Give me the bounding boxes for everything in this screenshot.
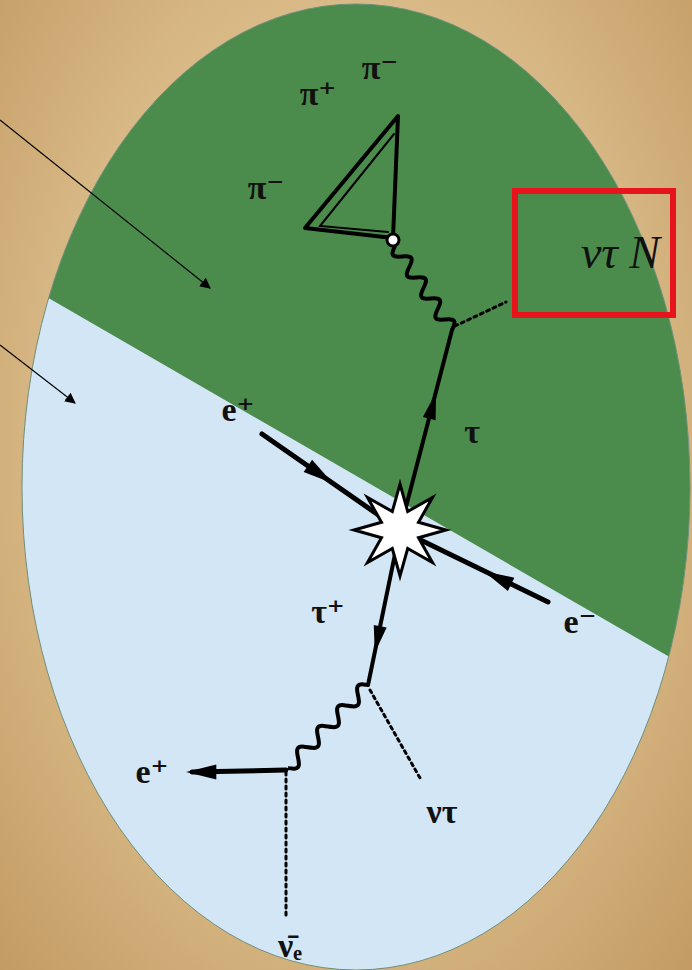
particle-label: e⁻ bbox=[563, 605, 596, 639]
decay-vertex bbox=[387, 234, 399, 246]
particle-label: ντ N bbox=[581, 230, 660, 276]
collision-star bbox=[354, 484, 446, 576]
green-region bbox=[0, 0, 692, 670]
oval-outline bbox=[22, 4, 690, 970]
antineutrino-line bbox=[285, 772, 288, 918]
w-boson-wave bbox=[393, 246, 455, 330]
particle-label: τ⁺ bbox=[311, 595, 345, 629]
particle-label: τ bbox=[464, 415, 480, 449]
arrowhead bbox=[186, 765, 216, 780]
neutrino-line bbox=[455, 302, 506, 326]
pion-cone bbox=[320, 134, 394, 232]
arrowhead bbox=[484, 571, 515, 591]
arrowhead bbox=[423, 393, 436, 421]
arrowheads bbox=[186, 393, 514, 780]
particle-label: π⁻ bbox=[362, 51, 399, 85]
w-boson-wave bbox=[288, 684, 368, 768]
arrowhead bbox=[304, 460, 333, 483]
highlight-box: ντ N bbox=[512, 188, 676, 318]
electron-line bbox=[400, 530, 548, 602]
particle-label: π⁺ bbox=[300, 77, 337, 111]
particle-label: ντ bbox=[427, 795, 458, 829]
particle-label: ν̄ₑ bbox=[278, 929, 302, 963]
feynman-lines bbox=[192, 116, 548, 918]
w-propagators bbox=[288, 246, 454, 769]
particle-label: e⁺ bbox=[221, 393, 254, 427]
particle-label: e⁺ bbox=[135, 755, 168, 789]
arrowhead bbox=[374, 625, 387, 653]
particle-label: π⁻ bbox=[248, 171, 285, 205]
neutrino-line bbox=[370, 690, 420, 778]
leader-line bbox=[0, 345, 75, 403]
leader-line bbox=[0, 120, 210, 288]
pion-cone bbox=[305, 116, 398, 238]
